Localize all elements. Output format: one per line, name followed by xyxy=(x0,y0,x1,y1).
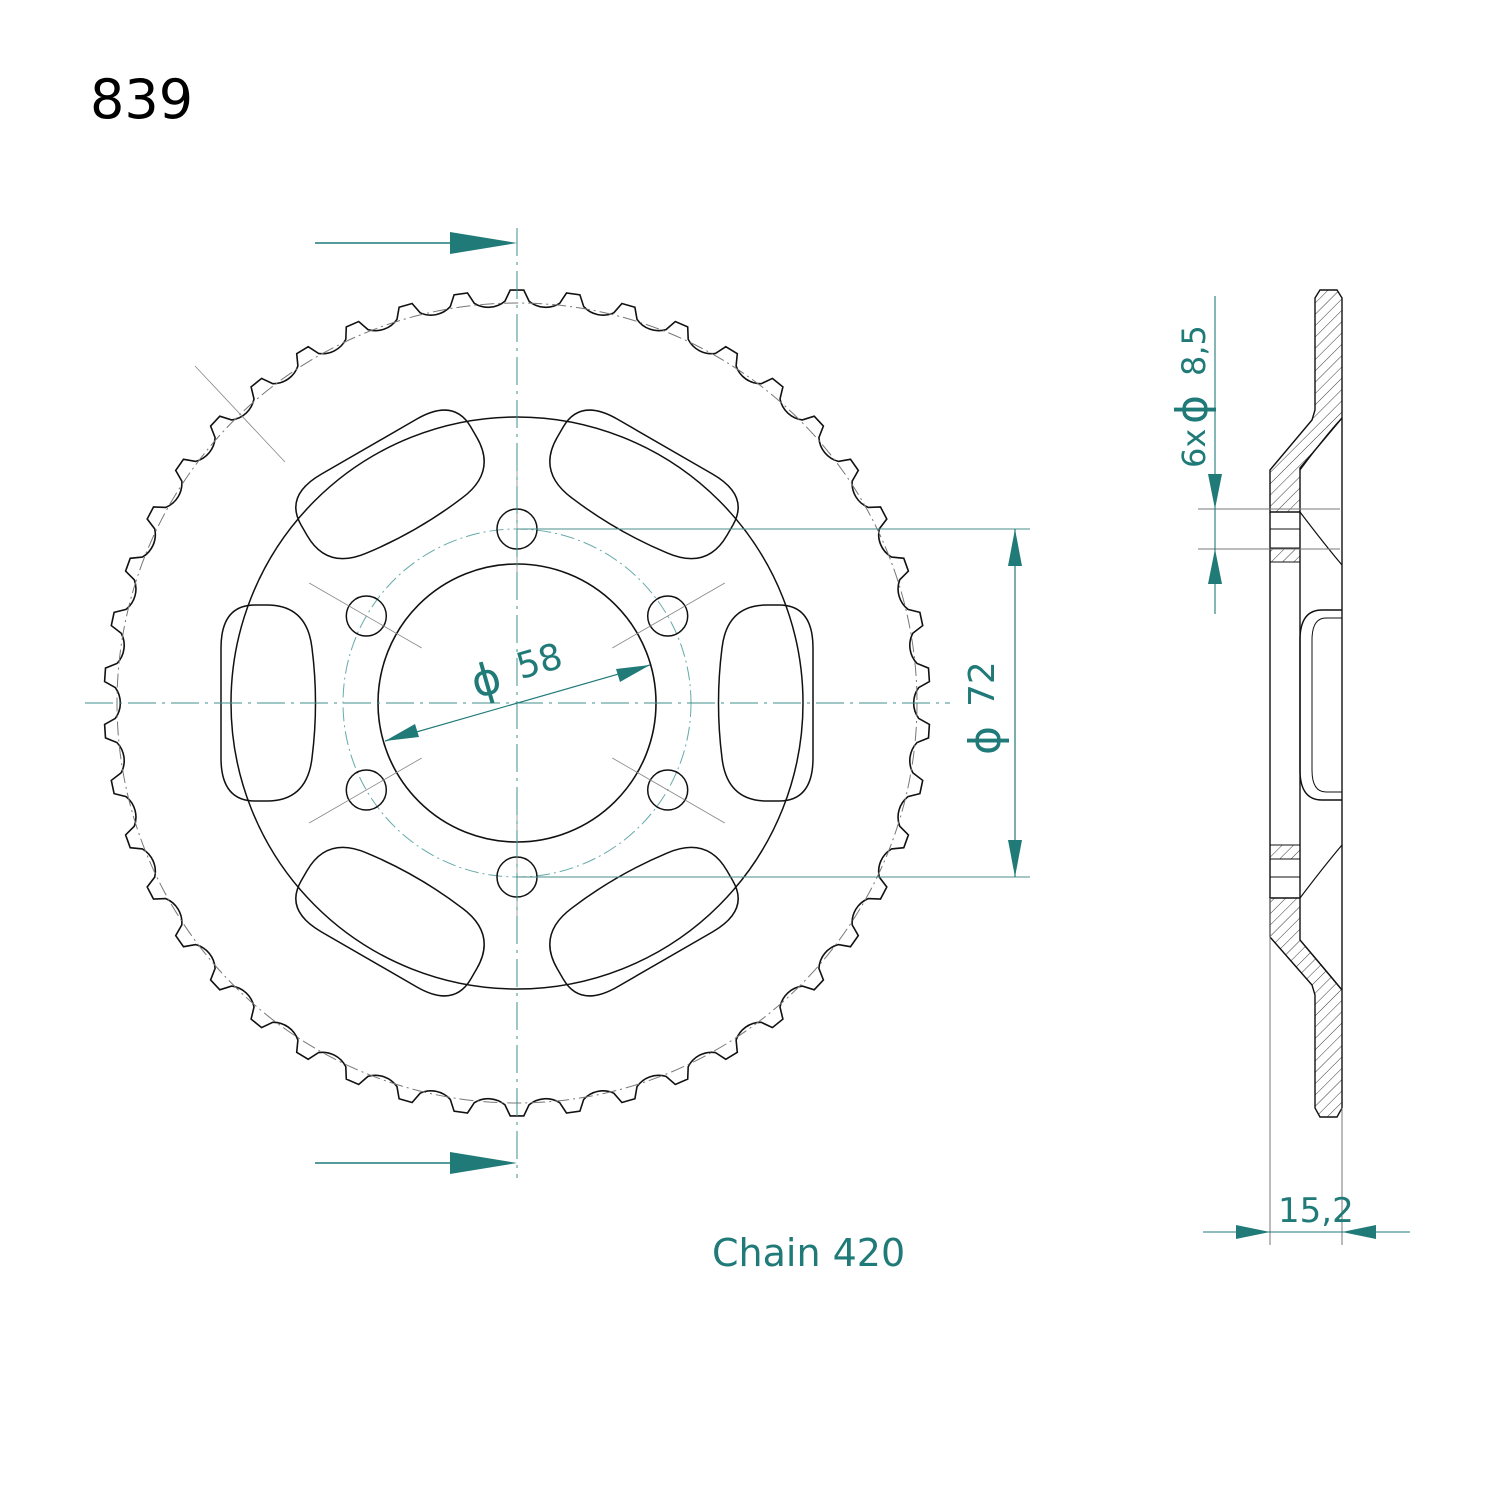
cutout-slot xyxy=(295,846,485,997)
bore-diameter-value: 58 xyxy=(512,636,567,688)
bolt-circle-diameter-value: 72 xyxy=(962,661,1003,707)
bolt-hole-dimension: 6x ϕ 8,5 xyxy=(1167,296,1340,614)
bolt-hole xyxy=(345,769,388,811)
radial-line xyxy=(612,757,726,824)
section-hatch-top xyxy=(1269,289,1343,513)
side-cutout-slot xyxy=(1299,609,1342,801)
bolt-hole-count: 6x xyxy=(1175,429,1213,468)
sprocket-front-view: ϕ 58 ϕ 72 xyxy=(85,228,1030,1178)
section-hatch-bottom xyxy=(1269,897,1343,1118)
lightening-cutouts xyxy=(220,409,814,997)
radial-line xyxy=(612,582,726,649)
bolt-hole-symbol: ϕ xyxy=(1167,395,1218,424)
section-arrow-top xyxy=(315,232,517,254)
bolt-circle-diameter-symbol: ϕ xyxy=(960,726,1011,755)
radial-line xyxy=(308,757,422,824)
bolt-hole xyxy=(646,769,689,811)
bolt-hole xyxy=(345,595,388,637)
radial-line xyxy=(308,582,422,649)
sprocket-teeth-outline xyxy=(103,289,931,1117)
cutout-slot xyxy=(295,409,485,560)
bolt-hole-value: 8,5 xyxy=(1175,325,1213,376)
bore-diameter-symbol: ϕ xyxy=(465,652,507,709)
cutout-slot xyxy=(717,604,814,802)
tooth-construction-line xyxy=(194,365,286,463)
sprocket-side-view: 6x ϕ 8,5 15,2 xyxy=(1167,289,1410,1245)
cutout-slot xyxy=(549,409,739,560)
chain-label: Chain 420 xyxy=(712,1231,905,1275)
part-number: 839 xyxy=(90,68,194,131)
thickness-value: 15,2 xyxy=(1278,1191,1354,1231)
cutout-slot xyxy=(549,846,739,997)
radial-construction-lines xyxy=(194,365,726,943)
bolt-hole xyxy=(646,595,689,637)
bolt-circle-diameter-dimension: ϕ 72 xyxy=(517,528,1030,878)
cutout-slot xyxy=(220,604,317,802)
section-arrow-bottom xyxy=(315,1152,517,1174)
bore-diameter-dimension: ϕ 58 xyxy=(384,636,651,742)
thickness-dimension: 15,2 xyxy=(1203,898,1410,1245)
